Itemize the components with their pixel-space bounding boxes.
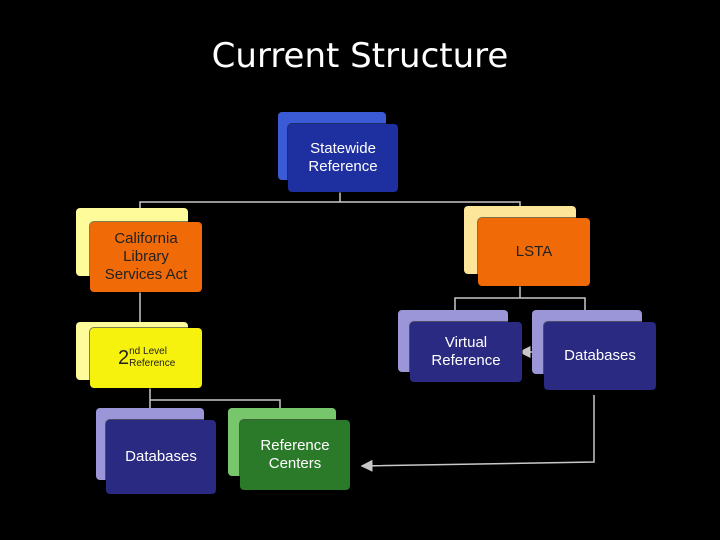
node-databases-left-label: Databases <box>106 420 216 494</box>
connector-2nd-level-branches <box>149 388 281 410</box>
connector-databases-to-ref-centers <box>360 395 595 472</box>
node-virtual-reference-label: Virtual Reference <box>410 322 522 382</box>
connector-lsta-branches <box>454 285 586 310</box>
node-2nd-level-label: 2 nd Level Reference <box>90 328 202 388</box>
node-virtual-reference: Virtual Reference <box>398 310 522 384</box>
reference-label: Reference <box>129 358 176 369</box>
node-lsta: LSTA <box>464 206 592 288</box>
node-databases-right: Databases <box>532 310 656 390</box>
node-2nd-level-reference: 2 nd Level Reference <box>76 322 204 392</box>
node-statewide-reference-label: Statewide Reference <box>288 124 398 192</box>
slide-title: Current Structure <box>211 36 509 76</box>
node-statewide-reference: Statewide Reference <box>278 112 400 194</box>
node-clsa-label: California Library Services Act <box>90 222 202 292</box>
node-databases-left: Databases <box>96 408 216 494</box>
ordinal-suffix: nd Level <box>129 346 167 357</box>
node-reference-centers: Reference Centers <box>228 408 350 490</box>
node-lsta-label: LSTA <box>478 218 590 286</box>
node-reference-centers-label: Reference Centers <box>240 420 350 490</box>
node-databases-right-label: Databases <box>544 322 656 390</box>
node-california-library-services-act: California Library Services Act <box>76 208 204 292</box>
ordinal-number: 2 <box>118 347 130 369</box>
